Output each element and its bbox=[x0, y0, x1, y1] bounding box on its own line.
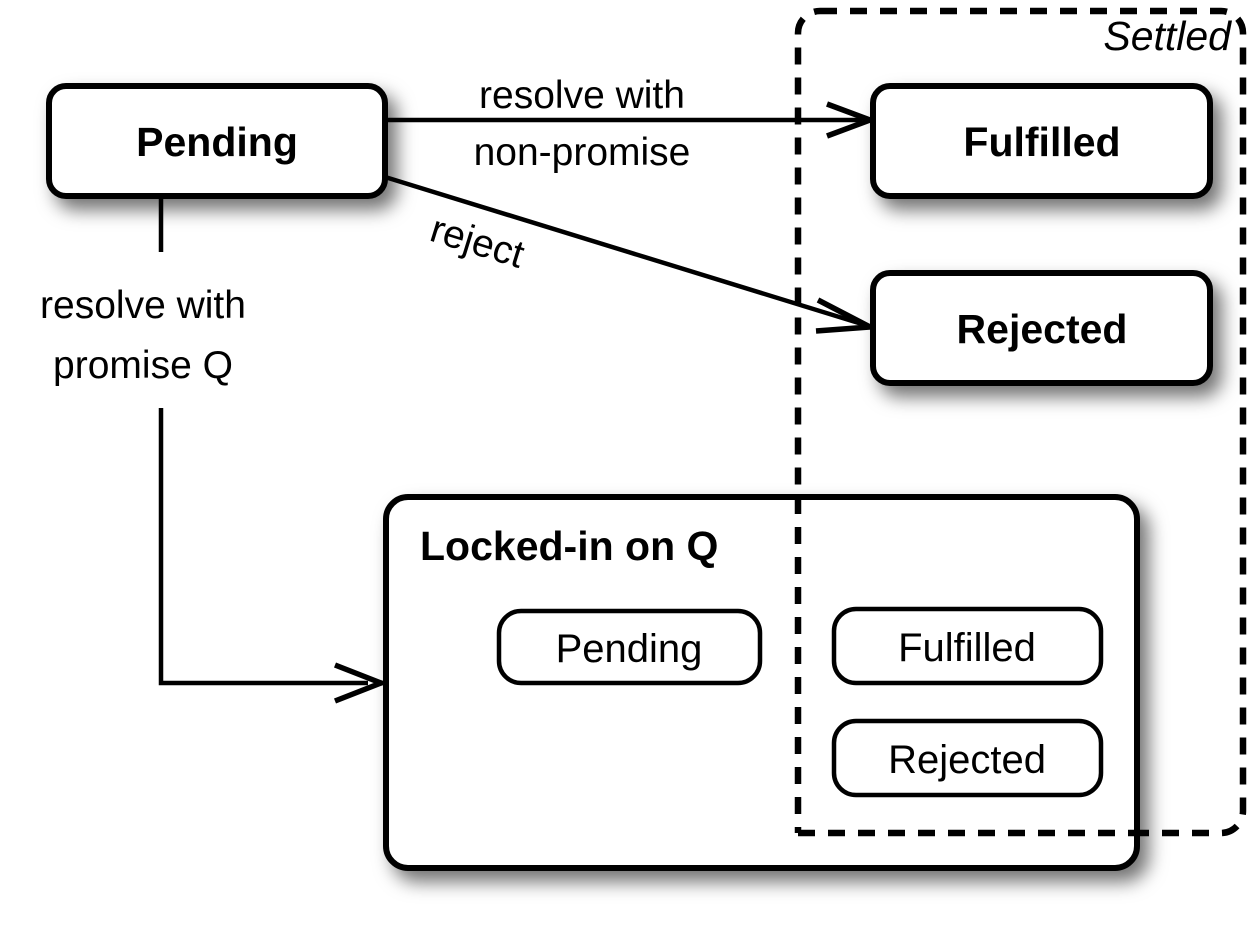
inner-node-fulfilled-label: Fulfilled bbox=[898, 626, 1036, 670]
edge-resolve-promise-line bbox=[158, 408, 368, 686]
inner-node-pending[interactable]: Pending bbox=[496, 608, 763, 686]
inner-node-pending-box[interactable] bbox=[496, 608, 763, 686]
node-rejected[interactable]: Rejected bbox=[870, 270, 1213, 386]
edge-resolve-promise: resolve with promise Q bbox=[40, 196, 389, 704]
edge-resolve-nonpromise-label-line1: resolve with bbox=[479, 74, 685, 117]
node-rejected-label: Rejected bbox=[957, 306, 1128, 352]
edge-resolve-nonpromise-label-line2: non-promise bbox=[474, 131, 691, 174]
inner-node-rejected-label: Rejected bbox=[888, 738, 1046, 782]
node-locked-in-on-q[interactable]: Locked-in on Q Pending Fulfilled Rejecte… bbox=[383, 494, 1140, 871]
edge-reject-line bbox=[384, 174, 863, 327]
node-pending-box[interactable] bbox=[46, 83, 388, 199]
node-fulfilled[interactable]: Fulfilled bbox=[870, 83, 1213, 199]
node-locked-in-on-q-label: Locked-in on Q bbox=[420, 523, 718, 569]
node-pending[interactable]: Pending bbox=[46, 83, 388, 199]
inner-node-fulfilled[interactable]: Fulfilled bbox=[831, 606, 1104, 686]
edge-resolve-nonpromise: resolve with non-promise bbox=[385, 74, 878, 174]
inner-node-fulfilled-box[interactable] bbox=[831, 606, 1104, 686]
node-fulfilled-label: Fulfilled bbox=[963, 119, 1120, 165]
node-pending-label: Pending bbox=[136, 119, 298, 165]
node-rejected-box[interactable] bbox=[870, 270, 1213, 386]
edge-resolve-promise-label-line1: resolve with bbox=[40, 284, 246, 327]
edge-resolve-promise-arrowhead bbox=[333, 662, 389, 704]
edge-reject-arrowhead bbox=[815, 297, 880, 334]
inner-node-rejected-box[interactable] bbox=[831, 718, 1104, 798]
node-fulfilled-box[interactable] bbox=[870, 83, 1213, 199]
inner-node-pending-label: Pending bbox=[556, 627, 703, 671]
edge-resolve-promise-label-line2: promise Q bbox=[53, 344, 233, 387]
inner-node-rejected[interactable]: Rejected bbox=[831, 718, 1104, 798]
settled-group-label: Settled bbox=[1103, 13, 1232, 59]
